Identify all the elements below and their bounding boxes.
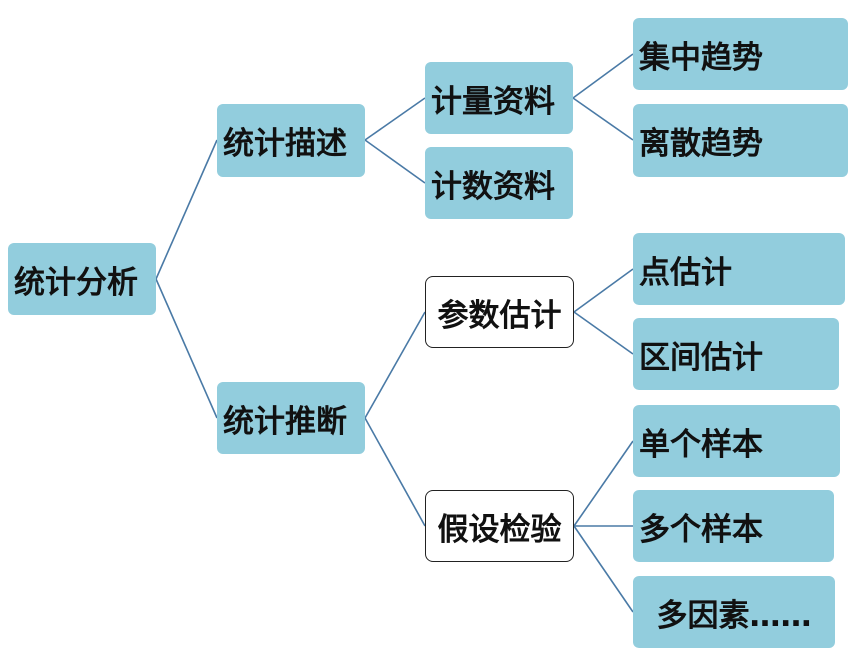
node-statistical-analysis: 统计分析	[8, 243, 156, 315]
node-hypothesis-testing: 假设检验	[425, 490, 574, 562]
node-dispersion: 离散趋势	[633, 104, 848, 177]
node-interval-estimation: 区间估计	[633, 318, 839, 390]
connector	[572, 53, 634, 99]
connector	[573, 311, 634, 355]
connector	[364, 139, 426, 184]
node-measurement-data: 计量资料	[425, 62, 573, 134]
node-multiple-samples: 多个样本	[633, 490, 834, 562]
node-count-data: 计数资料	[425, 147, 573, 219]
node-parameter-estimation: 参数估计	[425, 276, 574, 348]
node-central-tendency: 集中趋势	[633, 18, 848, 90]
connector	[155, 278, 218, 419]
connector	[573, 268, 634, 313]
node-descriptive-statistics: 统计描述	[217, 104, 365, 177]
connector	[573, 440, 634, 527]
connector	[364, 311, 426, 419]
connector	[572, 97, 634, 141]
connector	[155, 139, 218, 280]
connector	[364, 417, 426, 527]
node-point-estimation: 点估计	[633, 233, 845, 305]
node-inferential-statistics: 统计推断	[217, 382, 365, 454]
connector	[573, 525, 634, 613]
node-single-sample: 单个样本	[633, 405, 840, 477]
node-multiple-factors: 多因素……	[633, 576, 835, 648]
connector	[364, 97, 426, 141]
